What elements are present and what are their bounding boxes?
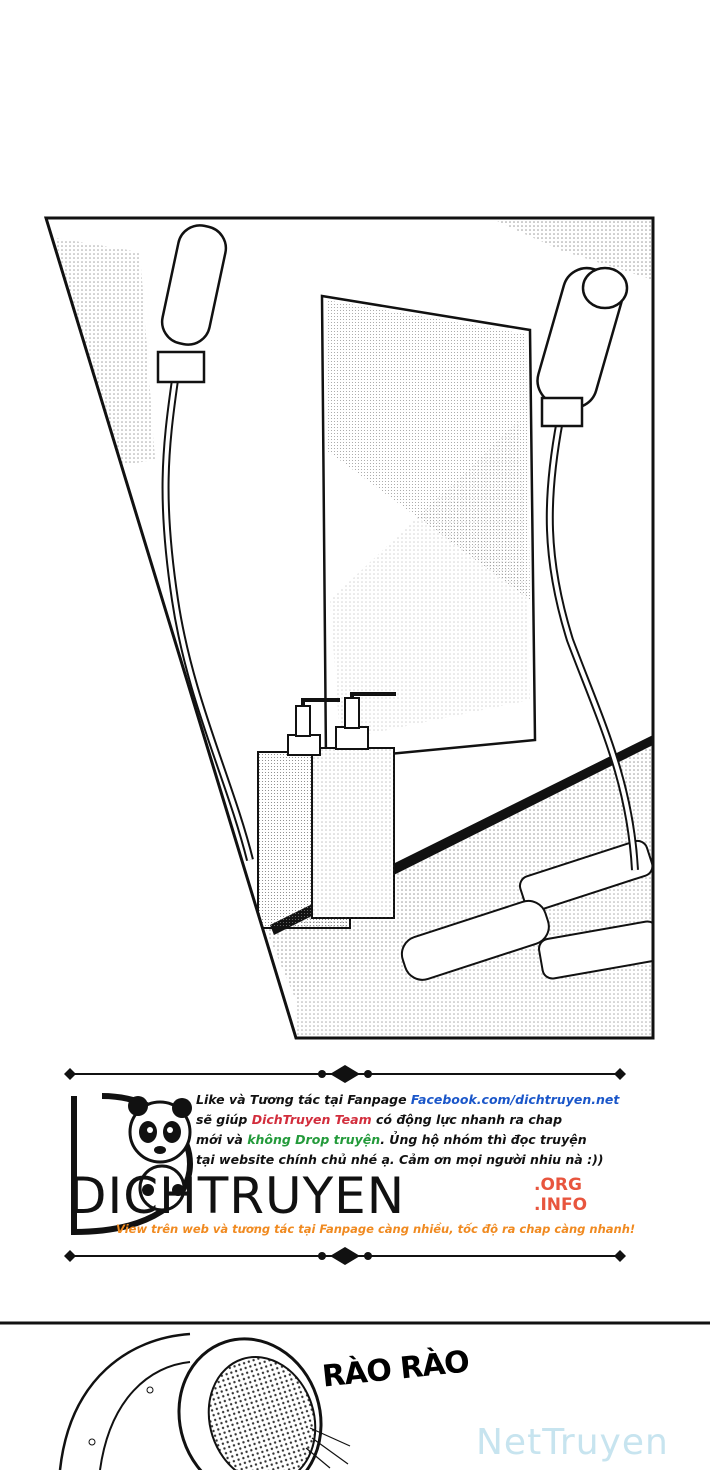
promo-line-4: tại website chính chủ nhé ạ. Cảm ơn mọi … xyxy=(196,1152,604,1167)
promo-text: Like và Tương tác tại Fanpage xyxy=(196,1092,411,1107)
site-watermark: NetTruyen xyxy=(476,1422,669,1463)
promo-text: có động lực nhanh ra chap xyxy=(371,1112,563,1127)
promo-message: Like và Tương tác tại Fanpage Facebook.c… xyxy=(196,1090,636,1170)
no-drop-text: không Drop truyện xyxy=(247,1132,381,1147)
tld-info[interactable]: .INFO xyxy=(534,1195,588,1215)
promo-text: sẽ giúp xyxy=(196,1112,252,1127)
promo-tagline: View trên web và tương tác tại Fanpage c… xyxy=(116,1222,636,1236)
dichtruyen-panda-logo xyxy=(71,1093,194,1236)
brand-wordmark: DICHTRUYEN xyxy=(68,1167,406,1225)
promo-text: . Ủng hộ nhóm thì đọc truyện xyxy=(380,1132,587,1147)
promo-line-1: Like và Tương tác tại Fanpage Facebook.c… xyxy=(196,1090,636,1110)
promo-line-2: sẽ giúp DichTruyen Team có động lực nhan… xyxy=(196,1110,636,1130)
team-name: DichTruyen Team xyxy=(251,1112,372,1127)
tld-org[interactable]: .ORG xyxy=(534,1175,582,1195)
promo-line-3: mới và không Drop truyện. Ủng hộ nhóm th… xyxy=(196,1130,636,1150)
shower-panel xyxy=(0,1321,710,1470)
promo-divider-bottom xyxy=(64,1247,626,1265)
promo-divider-top xyxy=(64,1065,626,1083)
fanpage-link[interactable]: Facebook.com/dichtruyen.net xyxy=(410,1092,620,1107)
bathroom-panel xyxy=(43,216,655,1040)
promo-text: mới và xyxy=(196,1132,248,1147)
